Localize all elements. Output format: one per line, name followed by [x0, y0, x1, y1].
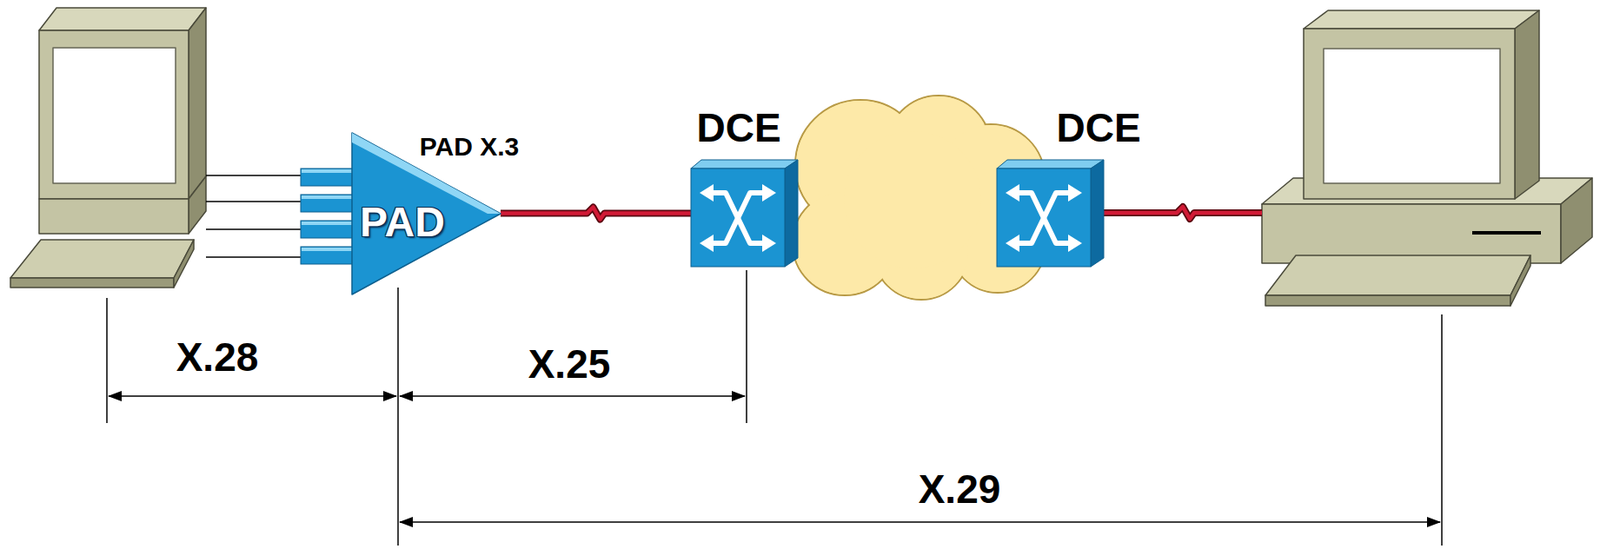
host-computer [1261, 10, 1593, 306]
protocol-label: X.29 [918, 469, 1002, 510]
dimension-arrowheads [107, 391, 1441, 528]
dce-switch: DCE [996, 159, 1104, 267]
dimension-lines [106, 270, 1442, 546]
switch-cube [996, 159, 1104, 267]
dce-switch: DCE [690, 159, 798, 267]
device-name: PAD [359, 201, 445, 244]
terminal-wires [205, 175, 305, 258]
device-label: DCE [696, 107, 781, 148]
serial-line [1103, 206, 1262, 220]
pad-device: PAD X.3PAD [300, 130, 501, 298]
serial-link [500, 207, 691, 220]
device-label: DCE [1055, 107, 1141, 148]
switch-cube [690, 159, 798, 267]
device-label: PAD X.3 [419, 133, 519, 160]
protocol-label: X.28 [176, 337, 259, 378]
protocol-label: X.25 [528, 344, 611, 385]
terminal-computer [10, 7, 206, 288]
